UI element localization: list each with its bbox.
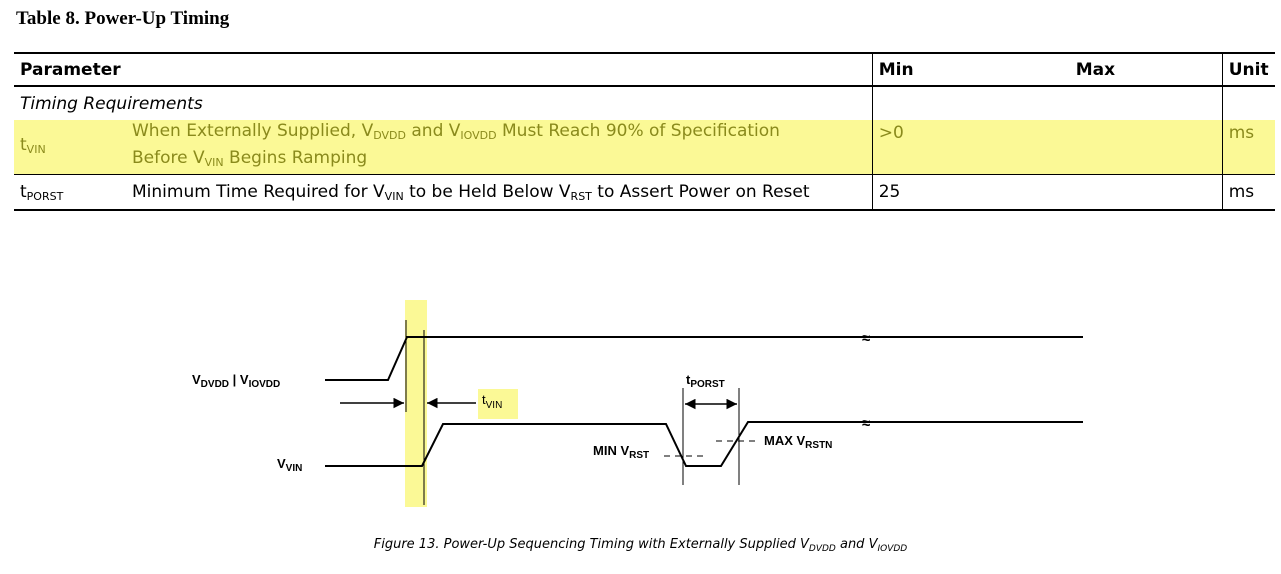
vdvdd-waveform [325,336,1083,381]
tporst-label: tPORST [686,372,725,390]
header-parameter: Parameter [14,52,873,87]
vvin-label: VVIN [277,456,302,474]
vvin-waveform [325,421,1083,467]
table-title: Table 8. Power-Up Timing [16,8,230,29]
table-header-row: Parameter Min Max Unit [14,52,1275,87]
figure-caption: Figure 13. Power-Up Sequencing Timing wi… [373,537,908,554]
symbol-tvin: tVIN [14,120,126,175]
tvin-label-highlight [478,389,518,419]
table-row-tporst: tPORST Minimum Time Required for VVIN to… [14,174,1275,211]
min-tporst: 25 [871,174,1070,211]
tvin-label: tVIN [482,392,502,411]
power-up-timing-table: Parameter Min Max Unit Timing Requiremen… [14,52,1275,211]
min-vrst-label: MIN VRST [593,443,649,461]
unit-tporst: ms [1221,174,1275,211]
unit-tvin: ms [1221,120,1275,175]
description-tporst: Minimum Time Required for VVIN to be Hel… [126,174,873,211]
description-tvin: When Externally Supplied, VDVDD and VIOV… [126,120,873,175]
section-row: Timing Requirements [14,86,1275,120]
header-max: Max [1069,52,1223,87]
timing-diagram: ≈ ≈ VDVDD | VIOVDD VVIN tVIN tPORST MIN … [192,300,1083,507]
vdvdd-viovdd-label: VDVDD | VIOVDD [192,372,280,390]
max-vrstn-label: MAX VRSTN [764,433,832,451]
break-icon: ≈ [862,415,870,432]
table-row-tvin: tVIN When Externally Supplied, VDVDD and… [14,120,1275,175]
symbol-tporst: tPORST [14,174,126,211]
header-min: Min [871,52,1070,87]
section-label: Timing Requirements [20,93,203,114]
break-icon: ≈ [862,330,870,347]
highlight-band [405,300,427,507]
header-unit: Unit [1221,52,1275,87]
min-tvin: >0 [871,120,1070,175]
